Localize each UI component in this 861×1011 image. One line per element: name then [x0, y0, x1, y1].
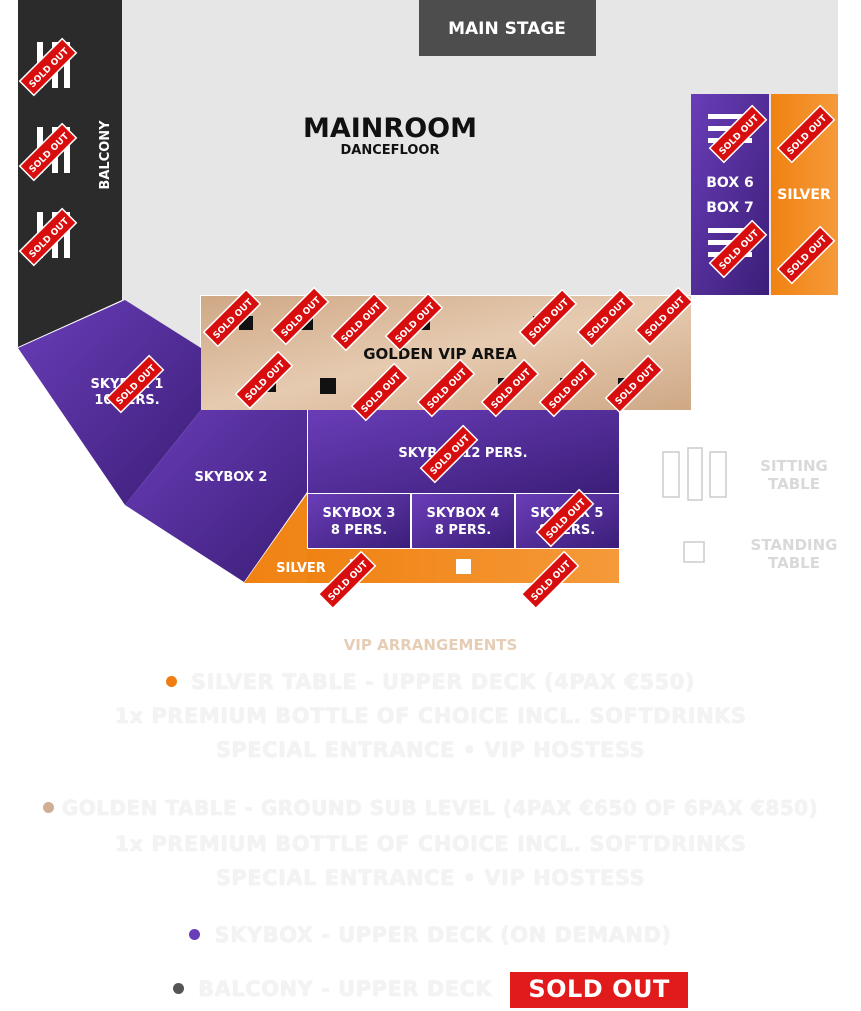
balcony-label: BALCONY: [98, 120, 113, 190]
mainroom-dancefloor: [122, 0, 838, 410]
sitting-table-key-label-2: TABLE: [768, 475, 820, 493]
silver-legend-line-3: SPECIAL ENTRANCE • VIP HOSTESS: [215, 738, 646, 762]
balcony-sold-out-badge: SOLD OUT: [510, 972, 688, 1008]
mainroom-subtitle: DANCEFLOOR: [341, 143, 440, 158]
balcony-dot-icon: [173, 982, 185, 994]
silver-bottom-label: SILVER: [276, 561, 326, 576]
silver-right-label: SILVER: [777, 187, 831, 203]
skybox-dot-icon: [189, 928, 201, 940]
vip-arrangements-title: VIP ARRANGEMENTS: [343, 636, 518, 654]
skybox-2-label: SKYBOX 2: [195, 470, 268, 485]
mainroom-title: MAINROOM: [303, 113, 477, 144]
silver-legend-text: SILVER TABLE - UPPER DECK (4PAX €550): [191, 670, 695, 694]
balcony-legend-text: BALCONY - UPPER DECK: [198, 977, 493, 1001]
silver-dot-icon: [166, 675, 178, 687]
skybox-legend-text: SKYBOX - UPPER DECK (ON DEMAND): [214, 923, 672, 947]
skybox-3-area[interactable]: [308, 494, 410, 548]
golden-vip-label: GOLDEN VIP AREA: [363, 345, 517, 363]
skybox-1-area[interactable]: [18, 300, 201, 505]
standing-table-key-label-2: TABLE: [768, 554, 820, 572]
golden-dot-icon: [42, 802, 54, 813]
sitting-table-key-label-1: SITTING: [760, 457, 828, 475]
skybox-2-area[interactable]: [125, 410, 307, 582]
sitting-table-key-icon: [662, 447, 727, 501]
main-stage: [419, 0, 596, 56]
skybox-4-capacity: 8 PERS.: [435, 523, 491, 538]
standing-table-key-label-1: STANDING: [751, 536, 838, 554]
balcony-area[interactable]: [18, 0, 122, 347]
golden-legend-line-2: 1x PREMIUM BOTTLE OF CHOICE INCL. SOFTDR…: [114, 832, 747, 856]
box-7-label: BOX 7: [706, 200, 753, 216]
silver-legend-line-1: SILVER TABLE - UPPER DECK (4PAX €550): [0, 670, 861, 694]
box-6-label: BOX 6: [706, 175, 753, 191]
floor-plan-map: SOLD OUT MAIN STAGE MAINROOM DANCEFLOOR …: [18, 0, 838, 610]
skybox-3-label: SKYBOX 3: [323, 506, 396, 521]
skybox-legend-line: SKYBOX - UPPER DECK (ON DEMAND): [0, 923, 861, 947]
balcony-legend-line: BALCONY - UPPER DECK SOLD OUT: [0, 972, 861, 1008]
main-stage-label: MAIN STAGE: [448, 19, 566, 39]
golden-legend-line-3: SPECIAL ENTRANCE • VIP HOSTESS: [215, 866, 646, 890]
skybox-4-area[interactable]: [412, 494, 514, 548]
golden-legend-line-1: GOLDEN TABLE - GROUND SUB LEVEL (4PAX €6…: [0, 796, 861, 820]
golden-legend-text: GOLDEN TABLE - GROUND SUB LEVEL (4PAX €6…: [61, 796, 819, 820]
skybox-3-capacity: 8 PERS.: [331, 523, 387, 538]
skybox-4-label: SKYBOX 4: [427, 506, 500, 521]
standing-table-key-icon: [683, 541, 705, 563]
silver-legend-line-2: 1x PREMIUM BOTTLE OF CHOICE INCL. SOFTDR…: [114, 704, 747, 728]
